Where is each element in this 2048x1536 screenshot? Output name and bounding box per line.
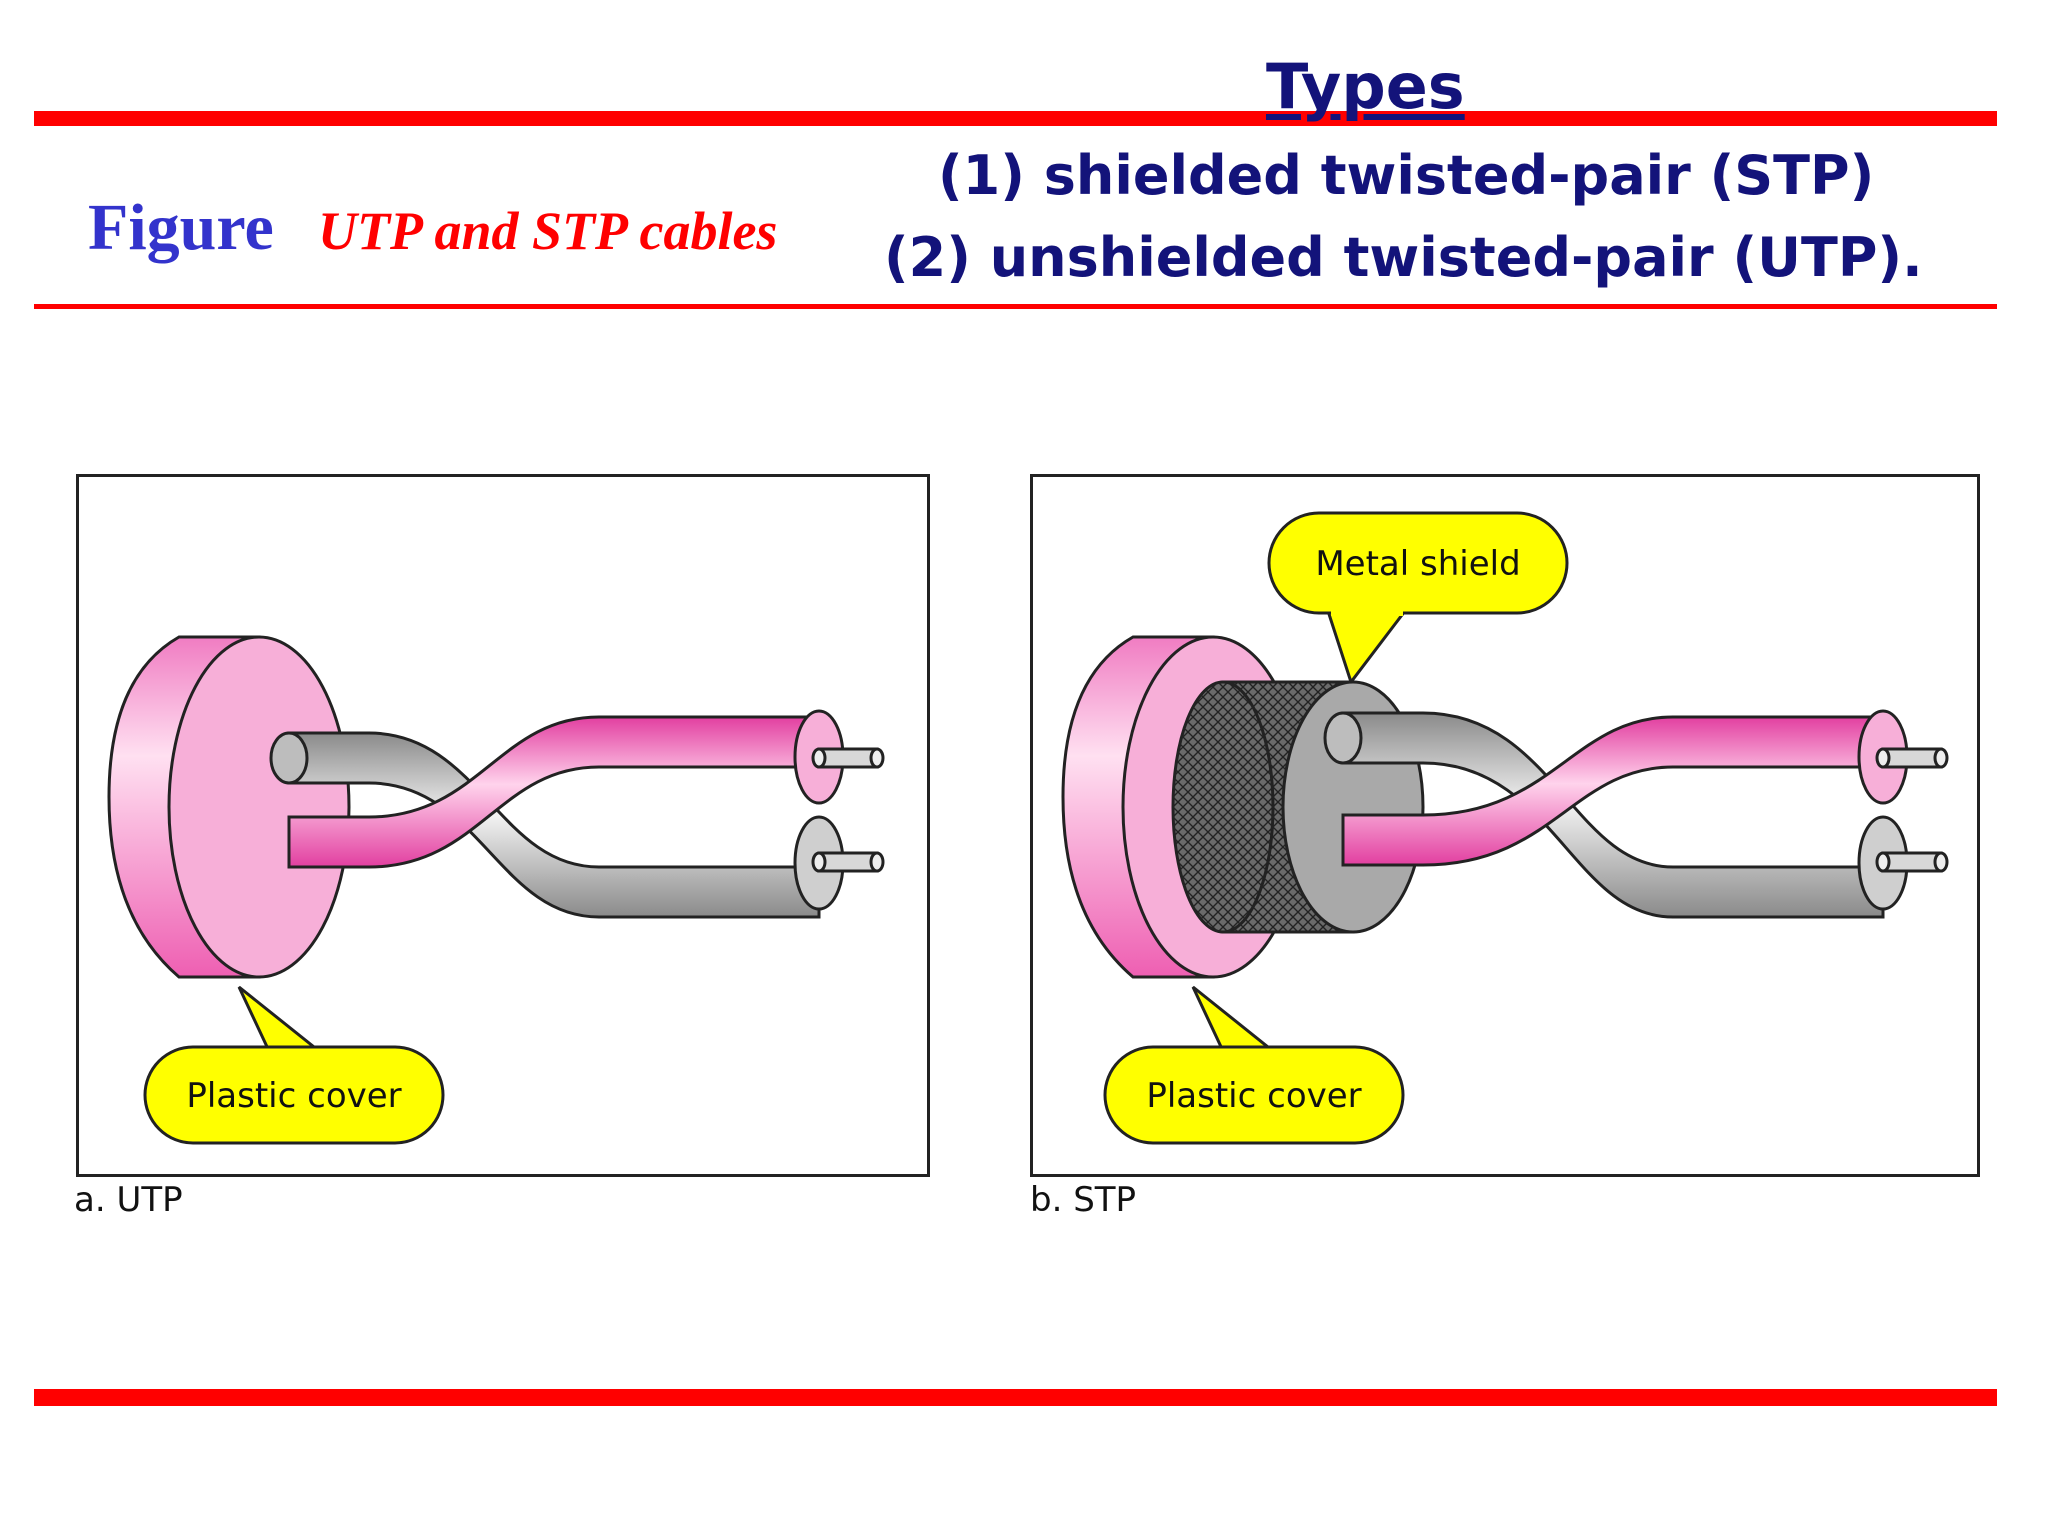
type-stp-line: (1) shielded twisted-pair (STP): [938, 144, 1875, 207]
plastic-cover-face: [167, 635, 351, 979]
stp-panel-caption: b. STP: [1030, 1180, 1137, 1220]
utp-panel-caption: a. UTP: [74, 1180, 183, 1220]
type-utp-line: (2) unshielded twisted-pair (UTP).: [884, 226, 1923, 289]
figure-caption: UTP and STP cables: [318, 201, 778, 261]
metal-shield-mesh: [1171, 680, 1275, 934]
pink-conductor: [1881, 747, 1943, 769]
plastic-cover-callout: [1103, 1045, 1405, 1145]
stp-cable-illustration: Metal shield Plastic cover: [1061, 511, 1949, 1145]
utp-diagram-panel: Plastic cover: [76, 474, 930, 1177]
types-title: Types: [1266, 50, 1465, 123]
pink-conductor: [817, 747, 879, 769]
figure-label: Figure: [88, 191, 274, 264]
grey-conductor: [817, 851, 879, 873]
middle-red-rule: [34, 304, 1997, 309]
plastic-cover-callout-text: Plastic cover: [186, 1076, 401, 1116]
stp-diagram-panel: Metal shield Plastic cover: [1030, 474, 1980, 1177]
plastic-cover-callout: [143, 1045, 445, 1145]
bottom-red-rule: [34, 1389, 1997, 1406]
grey-wire: [1341, 711, 1885, 919]
top-red-rule: [34, 111, 1997, 126]
grey-conductor: [1881, 851, 1943, 873]
plastic-cover-callout-text: Plastic cover: [1146, 1076, 1361, 1116]
metal-shield-callout: [1267, 511, 1569, 615]
utp-cable-illustration: Plastic cover: [107, 635, 885, 1145]
metal-shield-callout-text: Metal shield: [1315, 544, 1520, 584]
